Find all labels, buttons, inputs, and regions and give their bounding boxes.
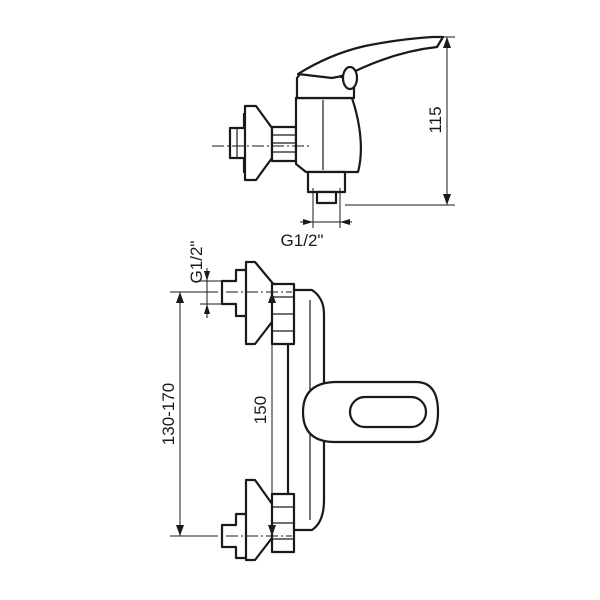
height-arrow-top (443, 37, 451, 48)
front-top-inlet-pipe (220, 268, 249, 318)
side-outlet-spigot (306, 170, 347, 194)
inlet-arrow-bottom (204, 304, 210, 314)
side-lever-knob (341, 65, 359, 91)
side-wall-flange (243, 104, 274, 182)
spacing-range-label: 130-170 (159, 383, 178, 445)
height-arrow-bottom (443, 194, 451, 205)
nominal-arrow-top (268, 292, 276, 303)
side-lever-handle (296, 35, 445, 80)
height-label: 115 (426, 106, 445, 133)
side-outlet-thread (315, 190, 338, 205)
inlet-arrow-top (204, 271, 210, 281)
nominal-arrow-bottom (268, 525, 276, 536)
inlet-thread-label: G1/2" (187, 241, 206, 284)
side-mixer-body (294, 96, 362, 174)
spacing-nominal-label: 150 (251, 396, 270, 424)
front-bottom-flange (244, 478, 277, 562)
range-arrow-bottom (176, 525, 184, 536)
side-union-nut (270, 125, 298, 163)
outlet-arrow-left (303, 219, 313, 225)
outlet-thread-label: G1/2" (281, 231, 324, 250)
front-lever-slot (348, 395, 428, 429)
outlet-arrow-right (340, 219, 350, 225)
front-view: G1/2" 130-170 150 (159, 241, 440, 562)
side-view: 115 G1/2" (212, 35, 455, 250)
range-arrow-top (176, 292, 184, 303)
